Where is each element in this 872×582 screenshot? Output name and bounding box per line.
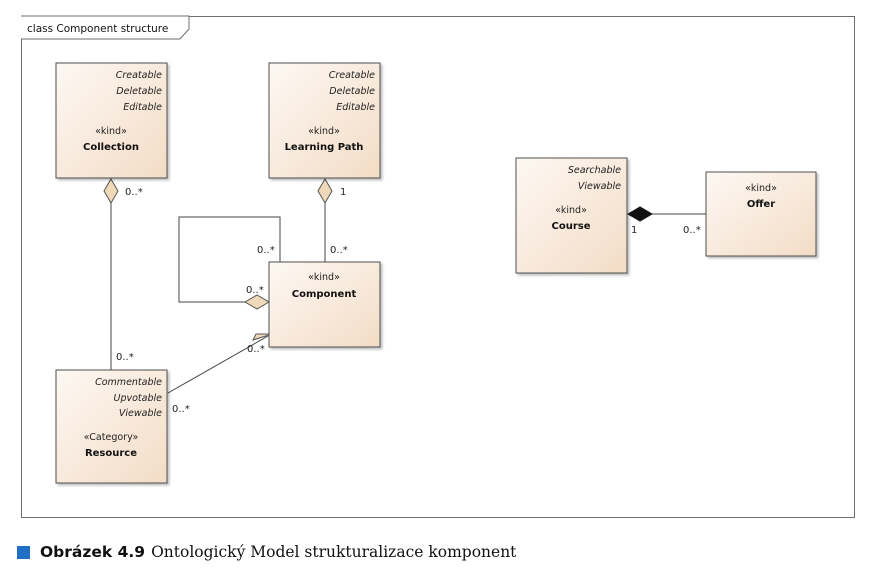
collection-tag: Deletable	[116, 86, 162, 97]
offer-stereotype: «kind»	[745, 183, 777, 194]
multiplicity-label: 0..*	[116, 352, 134, 363]
class-resource[interactable]: Commentable Upvotable Viewable «Category…	[55, 369, 168, 484]
frame-title: class Component structure	[27, 23, 168, 35]
course-tag: Viewable	[578, 181, 621, 192]
class-offer[interactable]: «kind» Offer	[705, 171, 817, 257]
collection-stereotype: «kind»	[95, 126, 127, 137]
component-self-aggregation-diamond	[244, 294, 270, 310]
multiplicity-label: 0..*	[172, 404, 190, 415]
resource-name: Resource	[85, 448, 137, 459]
multiplicity-labels: 0..* 0..* 1 0..* 0..* 0..* 0..* 0..* 1 0…	[116, 187, 701, 415]
caption-text: Ontologický Model strukturalizace kompon…	[151, 543, 517, 561]
learning-path-name: Learning Path	[285, 142, 364, 153]
multiplicity-label: 0..*	[257, 245, 275, 256]
class-collection[interactable]: Creatable Deletable Editable «kind» Coll…	[55, 62, 168, 179]
associations	[110, 203, 707, 394]
course-name: Course	[552, 221, 591, 232]
resource-tag: Viewable	[119, 408, 162, 419]
resource-tag: Upvotable	[114, 393, 163, 404]
diagram-frame	[21, 16, 855, 518]
caption-marker-icon	[17, 545, 30, 559]
class-diagram: class Component structure Creatable Dele…	[21, 15, 817, 484]
class-learning-path[interactable]: Creatable Deletable Editable «kind» Lear…	[268, 62, 381, 179]
collection-name: Collection	[83, 142, 139, 153]
learningpath-aggregation-diamond	[317, 178, 333, 204]
collection-aggregation-diamond	[103, 178, 119, 204]
resource-tag: Commentable	[95, 377, 162, 388]
learning-path-tag: Deletable	[329, 86, 375, 97]
multiplicity-label: 0..*	[247, 344, 265, 355]
course-composition-diamond	[627, 206, 653, 222]
course-tag: Searchable	[568, 165, 621, 176]
multiplicity-label: 0..*	[246, 285, 264, 296]
multiplicity-label: 1	[340, 187, 346, 198]
multiplicity-label: 0..*	[330, 245, 348, 256]
component-name: Component	[292, 289, 357, 300]
course-stereotype: «kind»	[555, 205, 587, 216]
resource-component-line	[167, 335, 269, 394]
learning-path-tag: Creatable	[329, 70, 375, 81]
component-self-loop	[178, 216, 281, 303]
caption-label: Obrázek 4.9	[40, 543, 146, 561]
frame-title-tab: class Component structure	[21, 15, 190, 40]
learning-path-stereotype: «kind»	[308, 126, 340, 137]
learning-path-tag: Editable	[336, 102, 375, 113]
figure-caption: Obrázek 4.9 Ontologický Model struktural…	[17, 541, 516, 563]
collection-tag: Creatable	[116, 70, 162, 81]
multiplicity-label: 0..*	[683, 225, 701, 236]
multiplicity-label: 0..*	[125, 187, 143, 198]
multiplicity-label: 1	[631, 225, 637, 236]
component-stereotype: «kind»	[308, 272, 340, 283]
class-component[interactable]: «kind» Component	[268, 261, 381, 348]
collection-tag: Editable	[123, 102, 162, 113]
class-course[interactable]: Searchable Viewable «kind» Course	[515, 157, 628, 274]
resource-stereotype: «Category»	[84, 432, 139, 443]
offer-name: Offer	[747, 199, 775, 210]
